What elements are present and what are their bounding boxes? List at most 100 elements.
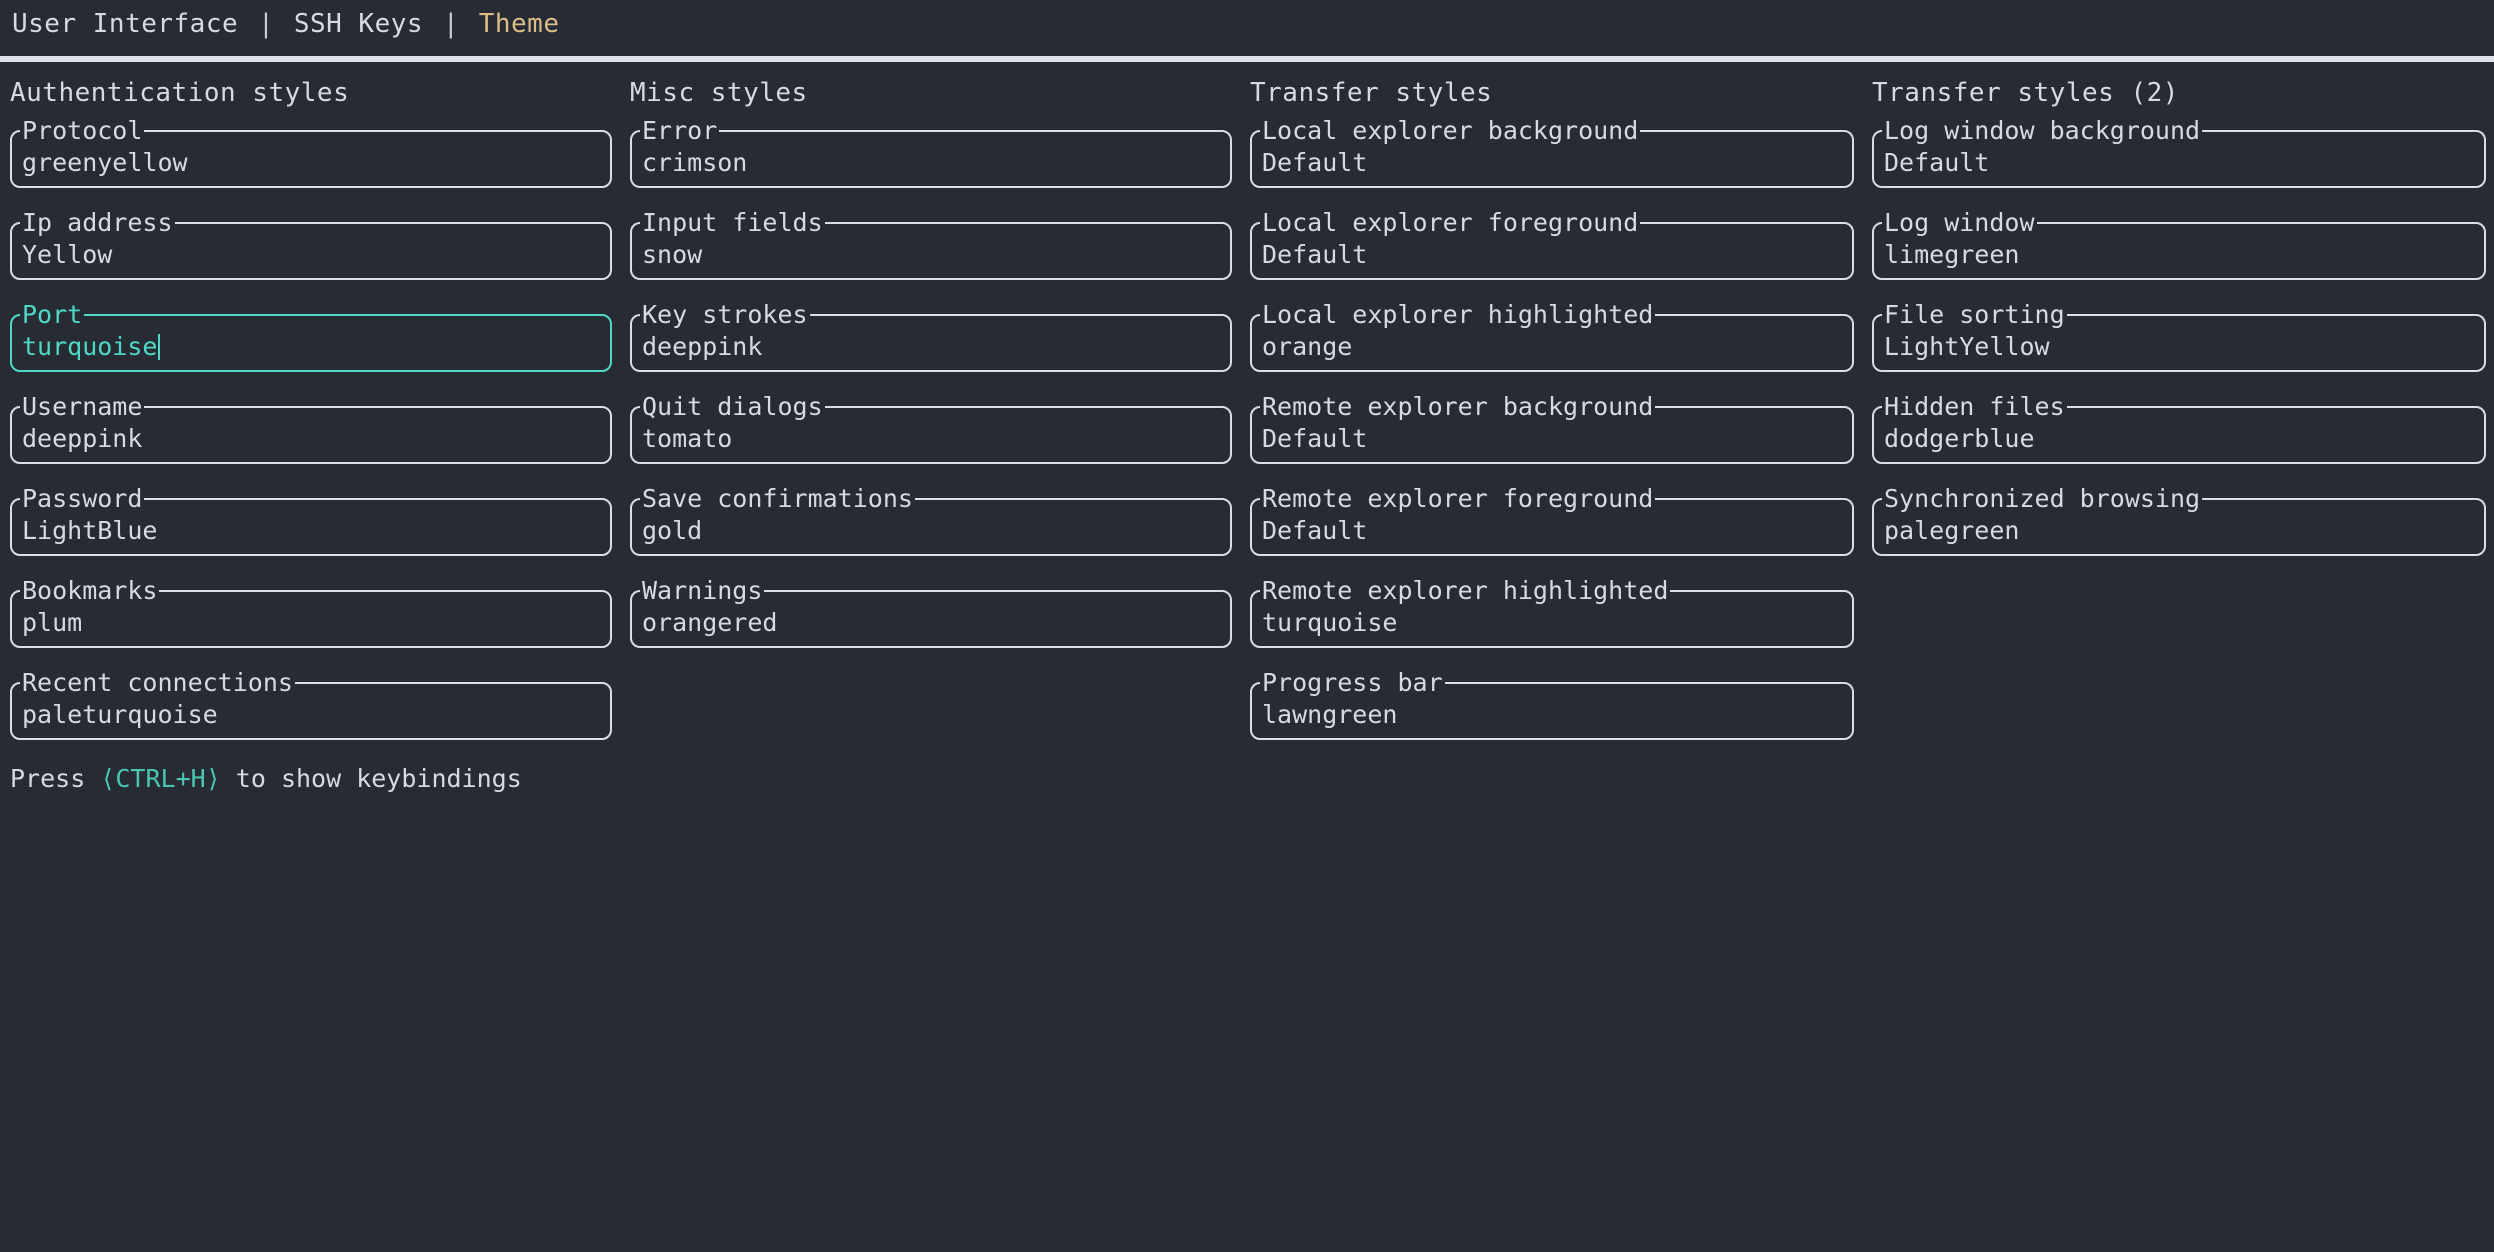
- field-border: [10, 130, 612, 188]
- field-input-fields[interactable]: Input fields snow: [630, 210, 1232, 280]
- field-remote-explorer-foreground[interactable]: Remote explorer foreground Default: [1250, 486, 1854, 556]
- field-label: Recent connections: [20, 668, 295, 697]
- field-value[interactable]: deeppink: [22, 424, 143, 453]
- field-value[interactable]: palegreen: [1884, 516, 2020, 545]
- field-value[interactable]: crimson: [642, 148, 748, 177]
- field-border: [10, 590, 612, 648]
- field-bookmarks[interactable]: Bookmarks plum: [10, 578, 612, 648]
- field-protocol[interactable]: Protocol greenyellow: [10, 118, 612, 188]
- field-value[interactable]: Yellow: [22, 240, 113, 269]
- field-hidden-files[interactable]: Hidden files dodgerblue: [1872, 394, 2486, 464]
- field-label: Input fields: [640, 208, 825, 237]
- field-label: Error: [640, 116, 720, 145]
- field-border: [1872, 222, 2486, 280]
- header-divider: [0, 56, 2494, 62]
- field-value[interactable]: turquoise: [1262, 608, 1398, 637]
- field-label: Synchronized browsing: [1882, 484, 2203, 513]
- field-value[interactable]: orange: [1262, 332, 1353, 361]
- field-key-strokes[interactable]: Key strokes deeppink: [630, 302, 1232, 372]
- field-quit-dialogs[interactable]: Quit dialogs tomato: [630, 394, 1232, 464]
- column-title: Misc styles: [630, 78, 808, 108]
- column-transfer-styles: Transfer styles Local explorer backgroun…: [1240, 80, 1862, 762]
- field-value[interactable]: Default: [1262, 424, 1368, 453]
- field-save-confirmations[interactable]: Save confirmations gold: [630, 486, 1232, 556]
- field-remote-explorer-highlighted[interactable]: Remote explorer highlighted turquoise: [1250, 578, 1854, 648]
- field-border: [10, 222, 612, 280]
- field-value[interactable]: Default: [1884, 148, 1990, 177]
- field-password[interactable]: Password LightBlue: [10, 486, 612, 556]
- field-value[interactable]: plum: [22, 608, 83, 637]
- field-remote-explorer-background[interactable]: Remote explorer background Default: [1250, 394, 1854, 464]
- field-label: Progress bar: [1260, 668, 1445, 697]
- tab-theme[interactable]: Theme: [478, 9, 560, 39]
- field-value[interactable]: Default: [1262, 240, 1368, 269]
- column-title: Authentication styles: [10, 78, 350, 108]
- column-title: Transfer styles (2): [1872, 78, 2179, 108]
- field-label: Warnings: [640, 576, 765, 605]
- field-label: Local explorer background: [1260, 116, 1641, 145]
- field-local-explorer-background[interactable]: Local explorer background Default: [1250, 118, 1854, 188]
- field-warnings[interactable]: Warnings orangered: [630, 578, 1232, 648]
- field-value[interactable]: LightYellow: [1884, 332, 2050, 361]
- tab-bar: User Interface | SSH Keys | Theme: [0, 0, 2494, 42]
- column-transfer-styles-2: Transfer styles (2) Log window backgroun…: [1862, 80, 2494, 578]
- field-label: Local explorer foreground: [1260, 208, 1641, 237]
- field-progress-bar[interactable]: Progress bar lawngreen: [1250, 670, 1854, 740]
- field-border: [1250, 682, 1854, 740]
- field-label: Remote explorer foreground: [1260, 484, 1656, 513]
- field-label: Remote explorer highlighted: [1260, 576, 1671, 605]
- field-log-window-background[interactable]: Log window background Default: [1872, 118, 2486, 188]
- field-username[interactable]: Username deeppink: [10, 394, 612, 464]
- field-value[interactable]: turquoise: [22, 332, 161, 361]
- hint-prefix: Press: [10, 764, 101, 793]
- hint-suffix: to show keybindings: [220, 764, 522, 793]
- field-value[interactable]: deeppink: [642, 332, 763, 361]
- field-value[interactable]: tomato: [642, 424, 733, 453]
- text-cursor: [158, 334, 161, 360]
- field-border: [630, 498, 1232, 556]
- field-value[interactable]: LightBlue: [22, 516, 158, 545]
- field-label: Key strokes: [640, 300, 810, 329]
- field-border: [10, 406, 612, 464]
- field-value[interactable]: gold: [642, 516, 703, 545]
- field-value[interactable]: greenyellow: [22, 148, 188, 177]
- column-authentication-styles: Authentication styles Protocol greenyell…: [0, 80, 620, 762]
- field-value[interactable]: Default: [1262, 516, 1368, 545]
- field-log-window[interactable]: Log window limegreen: [1872, 210, 2486, 280]
- field-value[interactable]: paleturquoise: [22, 700, 218, 729]
- tab-separator-1: |: [258, 9, 274, 39]
- column-misc-styles: Misc styles Error crimson Input fields s…: [620, 80, 1240, 670]
- field-value[interactable]: limegreen: [1884, 240, 2020, 269]
- field-local-explorer-highlighted[interactable]: Local explorer highlighted orange: [1250, 302, 1854, 372]
- field-value[interactable]: orangered: [642, 608, 778, 637]
- field-value[interactable]: dodgerblue: [1884, 424, 2035, 453]
- field-synchronized-browsing[interactable]: Synchronized browsing palegreen: [1872, 486, 2486, 556]
- field-border: [10, 498, 612, 556]
- field-port[interactable]: Port turquoise: [10, 302, 612, 372]
- field-border: [1872, 406, 2486, 464]
- field-label: Hidden files: [1882, 392, 2067, 421]
- field-border: [630, 130, 1232, 188]
- tab-user-interface[interactable]: User Interface: [12, 9, 239, 39]
- field-recent-connections[interactable]: Recent connections paleturquoise: [10, 670, 612, 740]
- tab-separator-2: |: [443, 9, 459, 39]
- field-value[interactable]: Default: [1262, 148, 1368, 177]
- field-local-explorer-foreground[interactable]: Local explorer foreground Default: [1250, 210, 1854, 280]
- field-border: [10, 314, 612, 372]
- field-label: Password: [20, 484, 145, 513]
- field-value[interactable]: lawngreen: [1262, 700, 1398, 729]
- field-border: [10, 682, 612, 740]
- field-label: Protocol: [20, 116, 145, 145]
- field-value-text: turquoise: [22, 332, 158, 361]
- theme-settings-grid: Authentication styles Protocol greenyell…: [0, 80, 2494, 762]
- column-title: Transfer styles: [1250, 78, 1493, 108]
- keybindings-hint: Press ⟨CTRL+H⟩ to show keybindings: [0, 766, 2494, 791]
- field-value[interactable]: snow: [642, 240, 703, 269]
- field-label: Username: [20, 392, 145, 421]
- field-border: [630, 222, 1232, 280]
- field-label: Remote explorer background: [1260, 392, 1656, 421]
- field-file-sorting[interactable]: File sorting LightYellow: [1872, 302, 2486, 372]
- tab-ssh-keys[interactable]: SSH Keys: [293, 9, 424, 39]
- field-ip-address[interactable]: Ip address Yellow: [10, 210, 612, 280]
- field-error[interactable]: Error crimson: [630, 118, 1232, 188]
